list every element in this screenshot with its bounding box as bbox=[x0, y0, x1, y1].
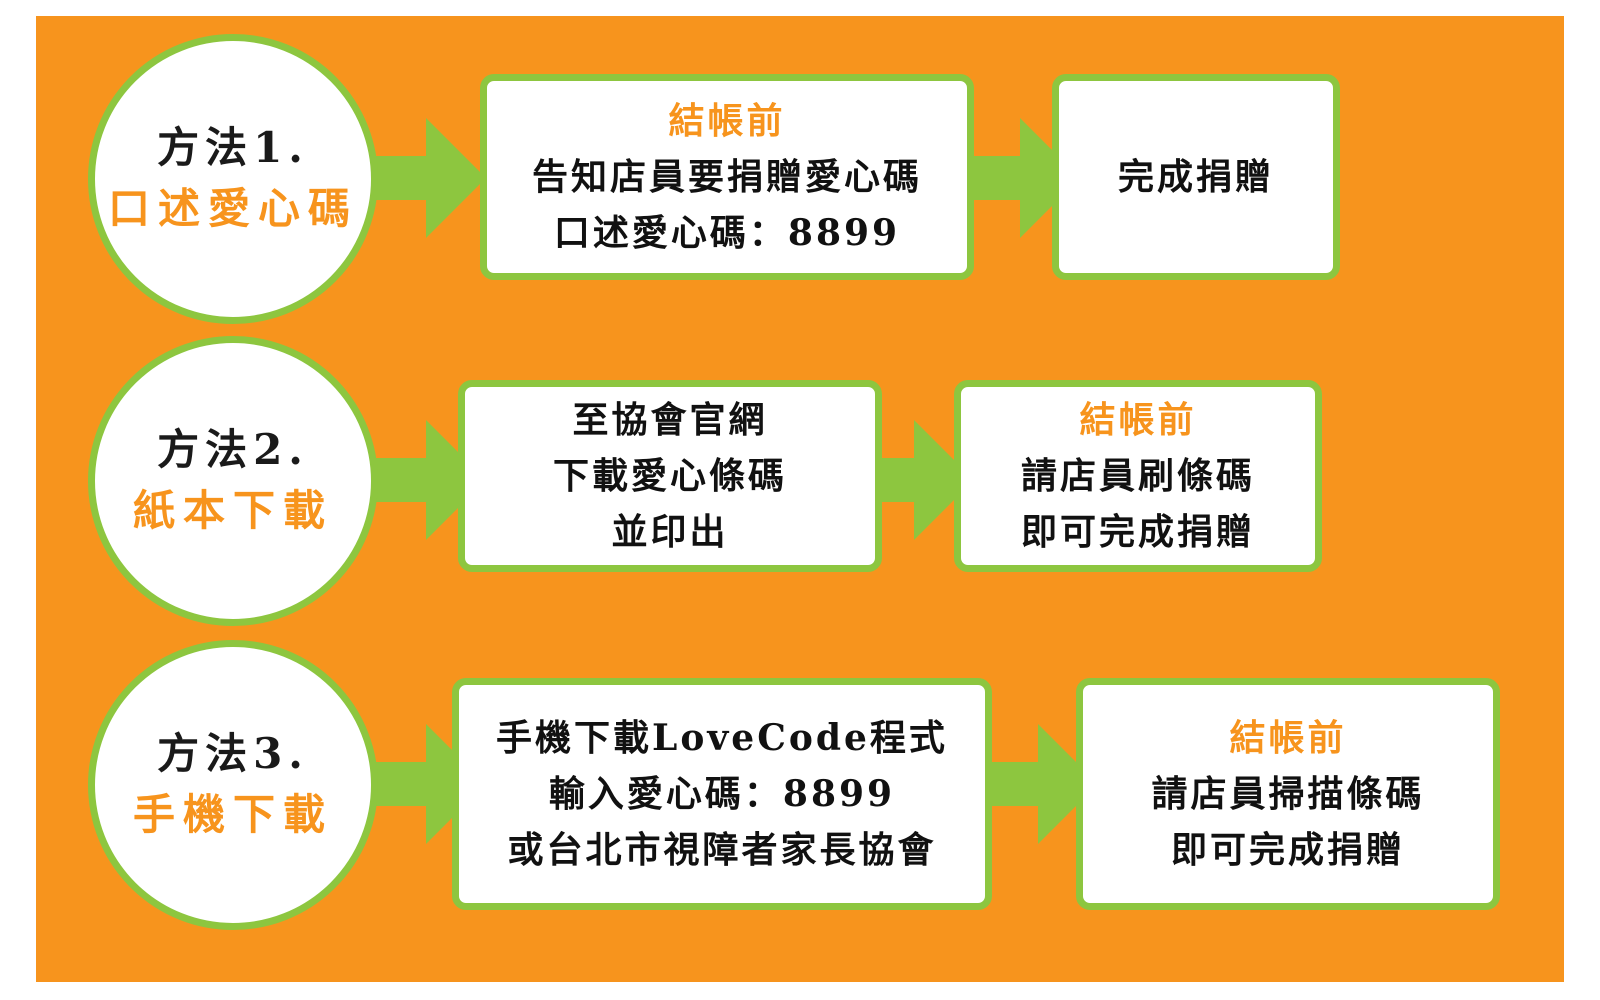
method-1-label: 方法1. bbox=[157, 123, 309, 172]
step-accent-label: 結帳前 bbox=[668, 100, 786, 142]
method-2-step-2: 結帳前 請店員刷條碼 即可完成捐贈 bbox=[954, 380, 1322, 572]
step-text-line: 或台北市視障者家長協會 bbox=[507, 829, 937, 871]
method-3-title: 手機下載 bbox=[132, 790, 333, 839]
method-2-circle: 方法2. 紙本下載 bbox=[88, 336, 378, 626]
method-3-step-2: 結帳前 請店員掃描條碼 即可完成捐贈 bbox=[1076, 678, 1500, 910]
step-text-line: 口述愛心碼：8899 bbox=[553, 212, 901, 254]
arrow-icon bbox=[362, 118, 486, 238]
step-accent-label: 結帳前 bbox=[1079, 399, 1197, 441]
step-accent-label: 結帳前 bbox=[1229, 717, 1347, 759]
step-text-line: 輸入愛心碼：8899 bbox=[548, 773, 896, 815]
method-3-label: 方法3. bbox=[157, 729, 309, 778]
step-text-line: 並印出 bbox=[611, 511, 729, 553]
method-1-step-2: 完成捐贈 bbox=[1052, 74, 1340, 280]
method-2-title: 紙本下載 bbox=[132, 486, 333, 535]
step-text-line: 至協會官網 bbox=[572, 399, 768, 441]
step-text-line: 手機下載LoveCode程式 bbox=[496, 717, 948, 759]
step-text-line: 下載愛心條碼 bbox=[552, 455, 787, 497]
step-text-line: 請店員刷條碼 bbox=[1020, 455, 1255, 497]
method-2-step-1: 至協會官網 下載愛心條碼 並印出 bbox=[458, 380, 882, 572]
method-3-circle: 方法3. 手機下載 bbox=[88, 640, 378, 930]
arrow-icon bbox=[974, 724, 1098, 844]
method-1-step-1: 結帳前 告知店員要捐贈愛心碼 口述愛心碼：8899 bbox=[480, 74, 974, 280]
step-text-line: 請店員掃描條碼 bbox=[1151, 773, 1425, 815]
step-text-line: 完成捐贈 bbox=[1117, 156, 1274, 198]
step-text-line: 告知店員要捐贈愛心碼 bbox=[531, 156, 922, 198]
arrow-icon bbox=[850, 420, 974, 540]
step-text-line: 即可完成捐贈 bbox=[1170, 829, 1405, 871]
method-1-title: 口述愛心碼 bbox=[107, 184, 358, 233]
method-3-step-1: 手機下載LoveCode程式 輸入愛心碼：8899 或台北市視障者家長協會 bbox=[452, 678, 992, 910]
method-2-label: 方法2. bbox=[157, 425, 309, 474]
step-text-line: 即可完成捐贈 bbox=[1020, 511, 1255, 553]
diagram-background: 方法1. 口述愛心碼 結帳前 告知店員要捐贈愛心碼 口述愛心碼：8899 完成捐… bbox=[36, 16, 1564, 982]
method-1-circle: 方法1. 口述愛心碼 bbox=[88, 34, 378, 324]
arrow-icon bbox=[956, 118, 1080, 238]
arrow-icon bbox=[362, 420, 486, 540]
